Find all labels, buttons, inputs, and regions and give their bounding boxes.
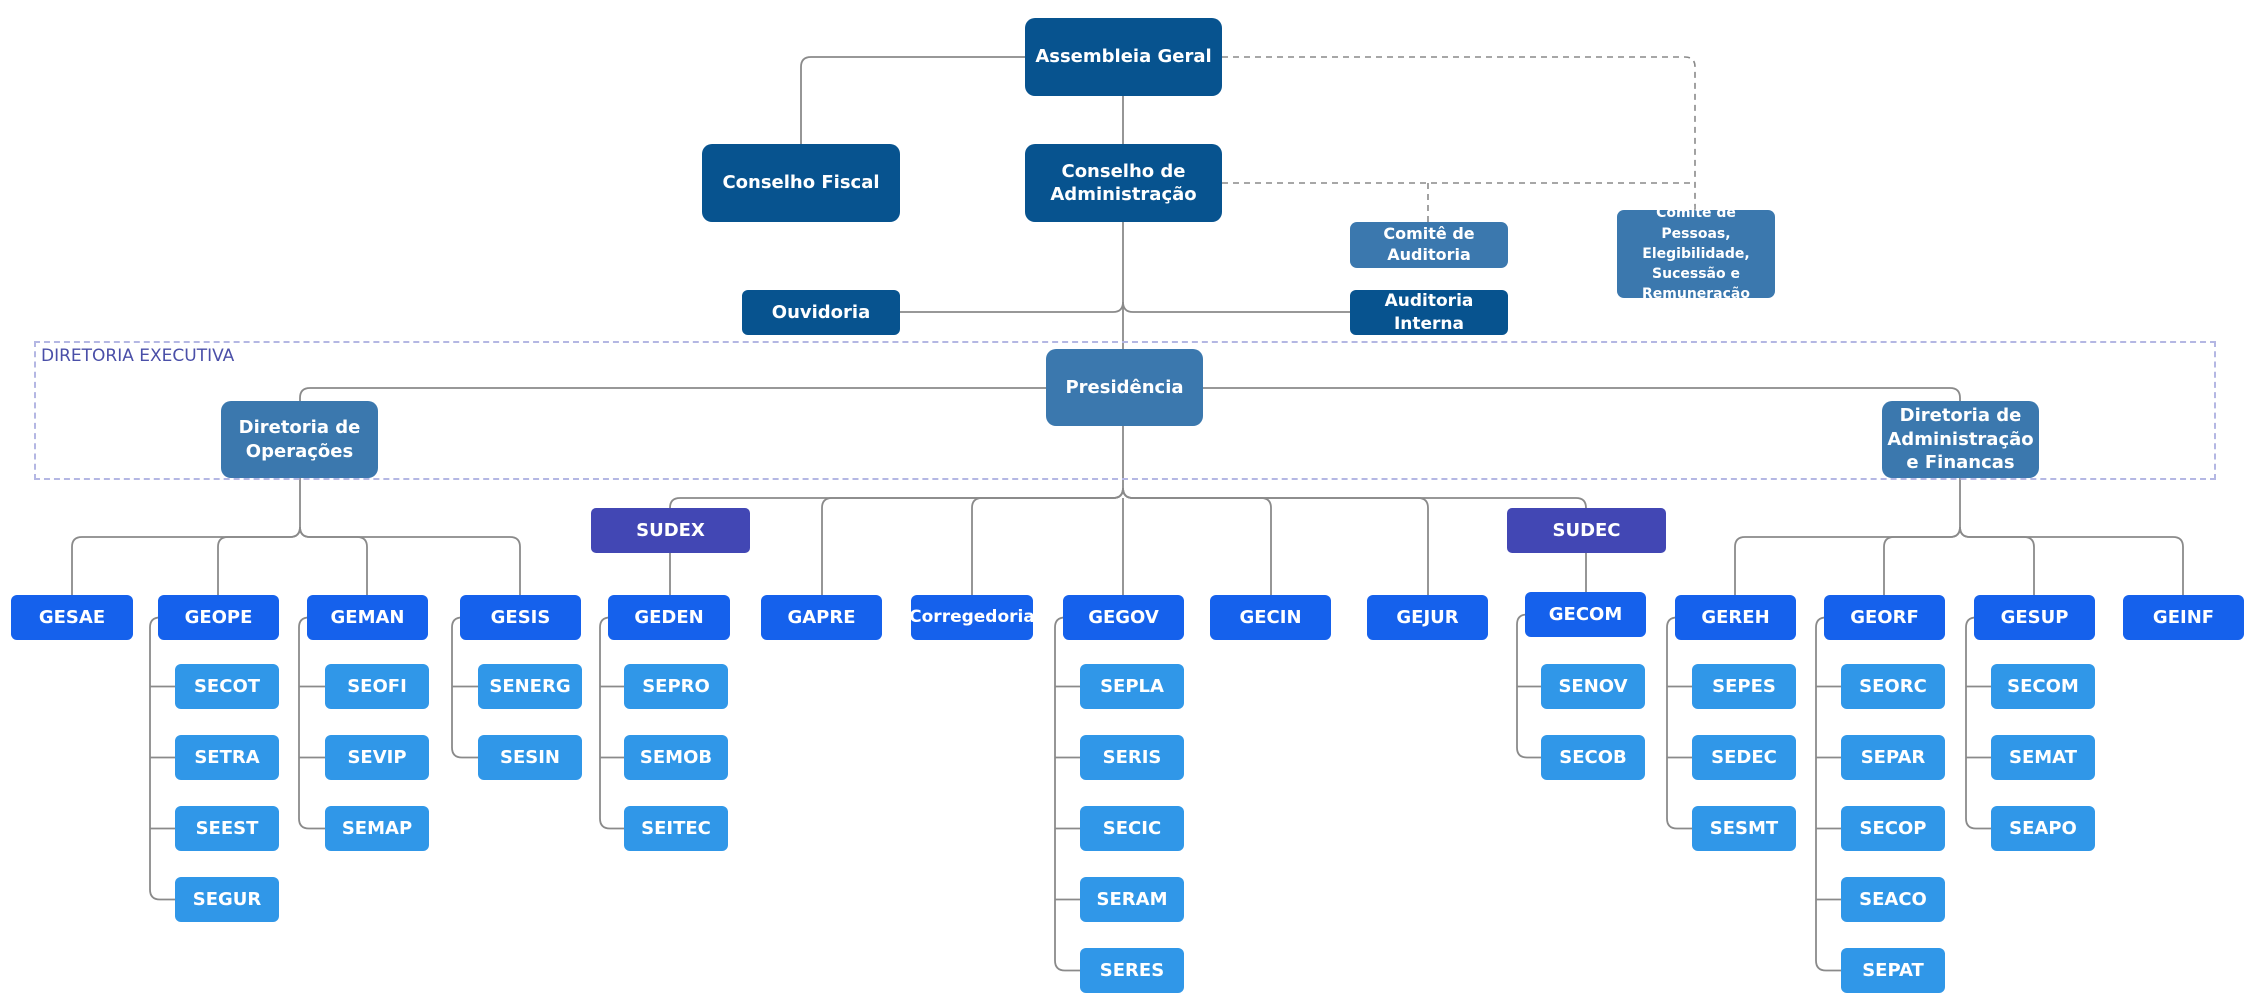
link-assembleia-conselho-fiscal xyxy=(800,56,1025,144)
secao-seest-box[interactable]: SEEST xyxy=(175,806,279,851)
bracket-geden xyxy=(599,616,624,830)
secao-seitec-box[interactable]: SEITEC xyxy=(624,806,728,851)
gerencia-gesae-box[interactable]: GESAE xyxy=(11,595,133,640)
link-dir-operacoes-unit-1 xyxy=(217,526,301,595)
link-presidencia-dir-adm xyxy=(1203,387,1961,401)
secao-sepat-box[interactable]: SEPAT xyxy=(1841,948,1945,993)
gerencia-geman-box[interactable]: GEMAN xyxy=(307,595,428,640)
link-dir-operacoes-unit-3 xyxy=(299,526,521,595)
presidencia-box[interactable]: Presidência xyxy=(1046,349,1203,426)
conselho-administracao-box[interactable]: Conselho de Administração xyxy=(1025,144,1222,222)
bracket-gegov xyxy=(1054,616,1080,972)
secao-setra-box[interactable]: SETRA xyxy=(175,735,279,780)
diretoria-executiva-label: DIRETORIA EXECUTIVA xyxy=(41,346,235,366)
gerencia-gereh-box[interactable]: GEREH xyxy=(1675,595,1796,640)
link-presidencia-unit-4 xyxy=(1122,487,1429,595)
secao-secop-box[interactable]: SECOP xyxy=(1841,806,1945,851)
secao-sepro-box[interactable]: SEPRO xyxy=(624,664,728,709)
secao-secot-box[interactable]: SECOT xyxy=(175,664,279,709)
secao-senerg-box[interactable]: SENERG xyxy=(478,664,582,709)
secao-secom-box[interactable]: SECOM xyxy=(1991,664,2095,709)
diretoria-executiva-frame xyxy=(34,341,2216,480)
bracket-geman xyxy=(298,616,325,830)
diretoria-administracao-financas-box[interactable]: Diretoria de Administração e Financas xyxy=(1882,401,2039,478)
secao-seorc-box[interactable]: SEORC xyxy=(1841,664,1945,709)
secao-seram-box[interactable]: SERAM xyxy=(1080,877,1184,922)
gerencia-gecin-box[interactable]: GECIN xyxy=(1210,595,1331,640)
gerencia-geope-box[interactable]: GEOPE xyxy=(158,595,279,640)
secao-seres-box[interactable]: SERES xyxy=(1080,948,1184,993)
secao-seaco-box[interactable]: SEACO xyxy=(1841,877,1945,922)
bracket-georf xyxy=(1815,616,1841,972)
gerencia-gapre-box[interactable]: GAPRE xyxy=(761,595,882,640)
link-ouvidoria xyxy=(900,301,1124,313)
link-dir-adm-unit-1 xyxy=(1883,526,1961,595)
secao-semat-box[interactable]: SEMAT xyxy=(1991,735,2095,780)
secao-semob-box[interactable]: SEMOB xyxy=(624,735,728,780)
conselho-fiscal-box[interactable]: Conselho Fiscal xyxy=(702,144,900,222)
bracket-gesup xyxy=(1965,616,1991,830)
secao-sesin-box[interactable]: SESIN xyxy=(478,735,582,780)
bracket-gesis xyxy=(451,616,478,759)
bracket-gereh xyxy=(1666,616,1692,830)
comite-auditoria-box[interactable]: Comitê de Auditoria xyxy=(1350,222,1508,268)
secao-seapo-box[interactable]: SEAPO xyxy=(1991,806,2095,851)
gerencia-gejur-box[interactable]: GEJUR xyxy=(1367,595,1488,640)
link-auditoria-interna xyxy=(1122,301,1350,313)
gerencia-gesis-box[interactable]: GESIS xyxy=(460,595,581,640)
secao-semap-box[interactable]: SEMAP xyxy=(325,806,429,851)
auditoria-interna-box[interactable]: Auditoria Interna xyxy=(1350,290,1508,335)
link-presidencia-unit-3 xyxy=(1122,487,1272,595)
secao-sedec-box[interactable]: SEDEC xyxy=(1692,735,1796,780)
secao-secic-box[interactable]: SECIC xyxy=(1080,806,1184,851)
diretoria-operacoes-box[interactable]: Diretoria de Operações xyxy=(221,401,378,478)
link-presidencia-unit-2 xyxy=(971,487,1124,595)
gerencia-geinf-box[interactable]: GEINF xyxy=(2123,595,2244,640)
secao-secob-box[interactable]: SECOB xyxy=(1541,735,1645,780)
assembleia-geral-box[interactable]: Assembleia Geral xyxy=(1025,18,1222,96)
comite-pessoas-box[interactable]: Comitê de Pessoas, Elegibilidade, Sucess… xyxy=(1617,205,1775,302)
secao-separ-box[interactable]: SEPAR xyxy=(1841,735,1945,780)
gerencia-corregedoria-box[interactable]: Corregedoria xyxy=(909,595,1035,640)
secao-sesmt-box[interactable]: SESMT xyxy=(1692,806,1796,851)
sudex-box[interactable]: SUDEX xyxy=(591,508,750,553)
secao-seris-box[interactable]: SERIS xyxy=(1080,735,1184,780)
bracket-geope xyxy=(149,616,175,901)
sudec-box[interactable]: SUDEC xyxy=(1507,508,1666,553)
gerencia-georf-box[interactable]: GEORF xyxy=(1824,595,1945,640)
gerencia-gegov-box[interactable]: GEGOV xyxy=(1063,595,1184,640)
ouvidoria-box[interactable]: Ouvidoria xyxy=(742,290,900,335)
link-presidencia-unit-5 xyxy=(1122,487,1587,509)
secao-sepes-box[interactable]: SEPES xyxy=(1692,664,1796,709)
secao-seofi-box[interactable]: SEOFI xyxy=(325,664,429,709)
secao-sepla-box[interactable]: SEPLA xyxy=(1080,664,1184,709)
secao-sevip-box[interactable]: SEVIP xyxy=(325,735,429,780)
secao-segur-box[interactable]: SEGUR xyxy=(175,877,279,922)
link-assembleia-comite-pessoas xyxy=(1222,56,1696,210)
secao-senov-box[interactable]: SENOV xyxy=(1541,664,1645,709)
gerencia-gecom-box[interactable]: GECOM xyxy=(1525,592,1646,637)
link-presidencia-dir-operacoes xyxy=(299,387,1046,401)
link-dir-adm-unit-3 xyxy=(1959,526,2184,595)
gerencia-gesup-box[interactable]: GESUP xyxy=(1974,595,2095,640)
gerencia-geden-box[interactable]: GEDEN xyxy=(608,595,730,640)
